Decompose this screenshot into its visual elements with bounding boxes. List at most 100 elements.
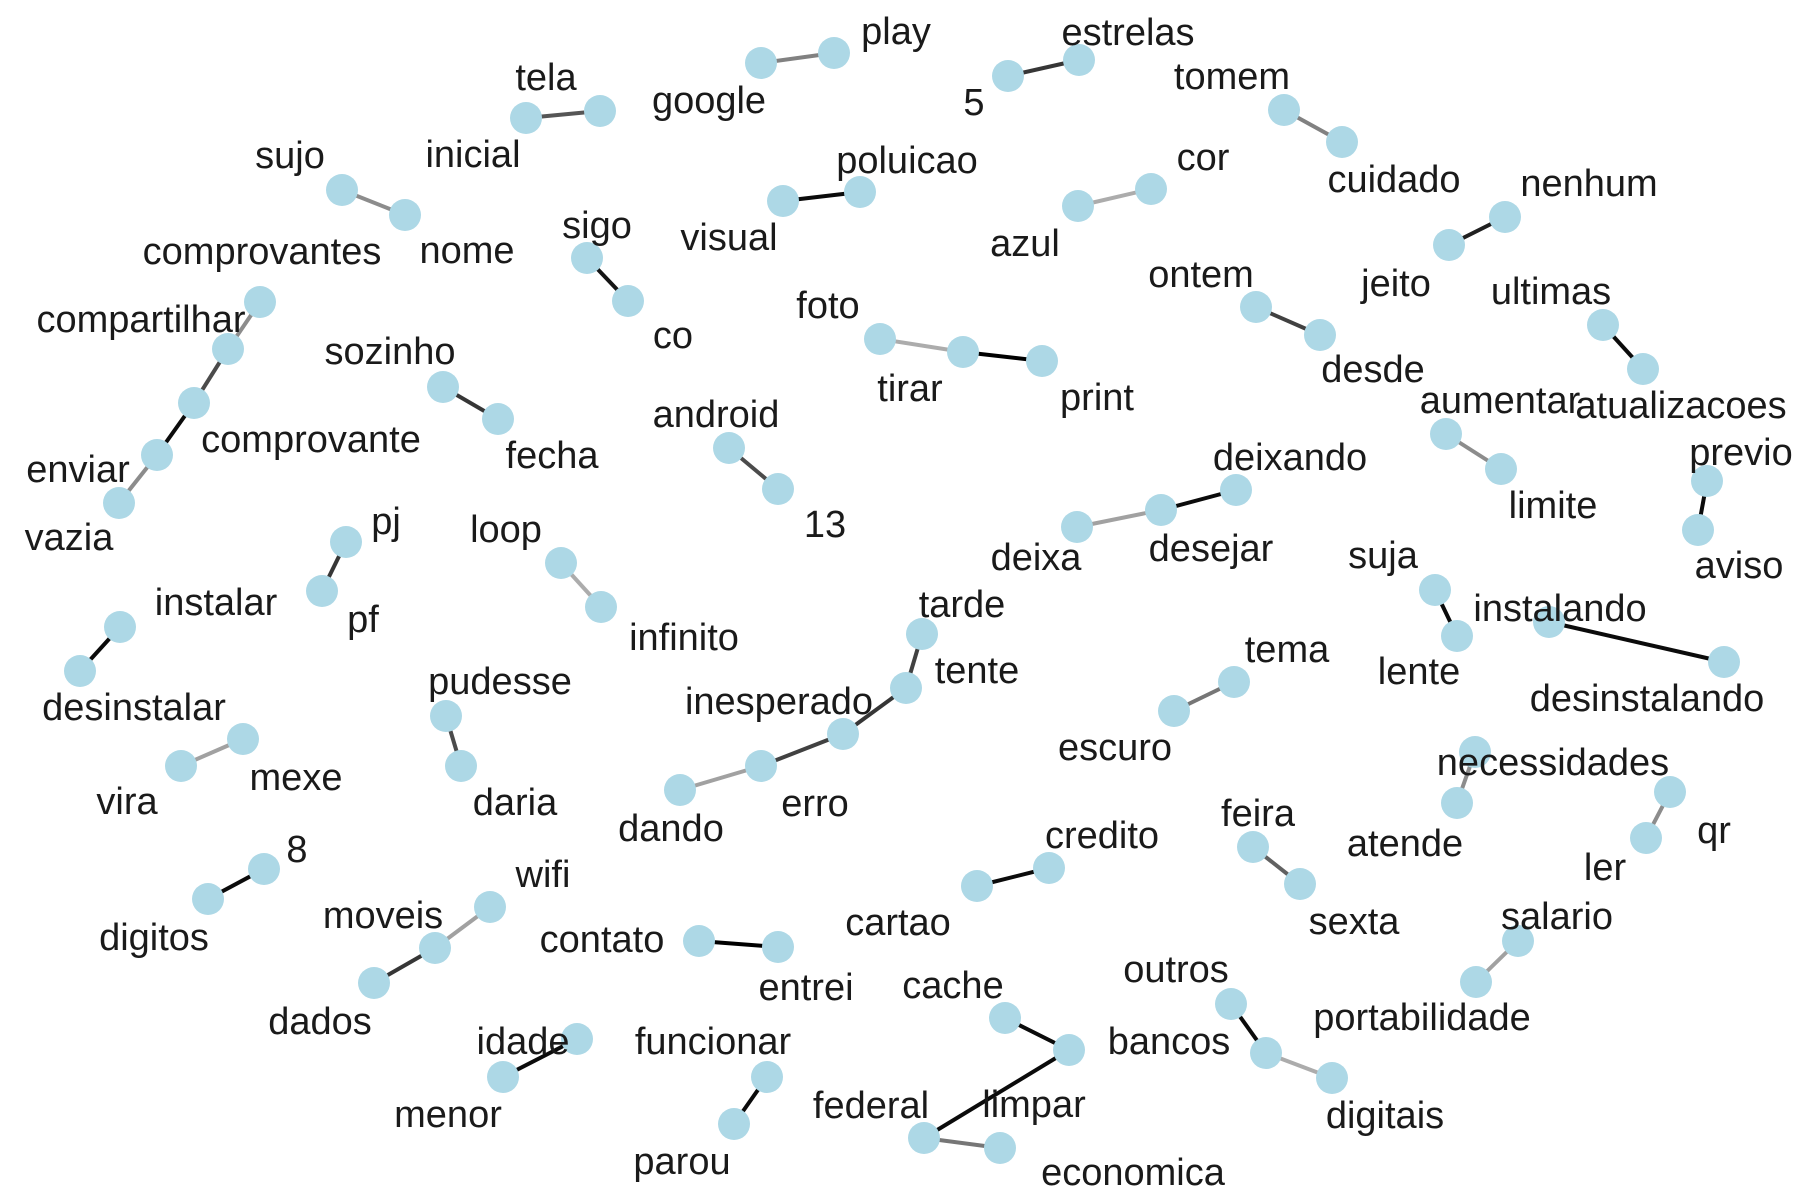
node-inesperado [827, 718, 859, 750]
node-label-tela: tela [515, 57, 577, 99]
node-dados [358, 967, 390, 999]
node-sexta [1284, 868, 1316, 900]
node-cartao [961, 870, 993, 902]
node-play [818, 37, 850, 69]
node-label-salario: salario [1501, 896, 1613, 938]
node-sozinho [427, 371, 459, 403]
node-label-parou: parou [633, 1141, 730, 1183]
node-label-suja: suja [1348, 535, 1419, 577]
node-label-necessidades: necessidades [1437, 742, 1669, 784]
node-label-daria: daria [473, 782, 558, 824]
node-tarde [906, 618, 938, 650]
node-label-desde: desde [1321, 349, 1425, 391]
node-label-poluicao: poluicao [836, 140, 978, 182]
node-label-fecha: fecha [506, 435, 600, 477]
node-label-pj: pj [371, 501, 401, 543]
node-label-play: play [861, 11, 931, 53]
node-poluicao [844, 176, 876, 208]
node-sigo [571, 242, 603, 274]
node-13 [762, 473, 794, 505]
node-label-digitais: digitais [1326, 1095, 1444, 1137]
node-limpar [1053, 1034, 1085, 1066]
node-label-tema: tema [1245, 629, 1330, 671]
node-label-ontem: ontem [1148, 254, 1254, 296]
node-label-portabilidade: portabilidade [1313, 997, 1531, 1039]
node-suja [1419, 574, 1451, 606]
node-pf [306, 575, 338, 607]
node-economica [984, 1132, 1016, 1164]
node-label-deixando: deixando [1213, 437, 1367, 479]
node-label-cache: cache [902, 965, 1003, 1007]
node-desinstalar [64, 655, 96, 687]
node-label-pudesse: pudesse [428, 661, 572, 703]
node-cache [989, 1002, 1021, 1034]
node-nome [389, 199, 421, 231]
node-deixa [1061, 511, 1093, 543]
node-label-aumentar: aumentar [1420, 380, 1581, 422]
node-label-wifi: wifi [515, 854, 571, 896]
node-desde [1304, 319, 1336, 351]
node-pudesse [430, 700, 462, 732]
node-atende [1441, 787, 1473, 819]
node-inicial [510, 102, 542, 134]
node-label-desejar: desejar [1149, 528, 1274, 570]
node-label-limpar: limpar [982, 1084, 1086, 1126]
node-label-tente: tente [935, 650, 1020, 692]
node-label-estrelas: estrelas [1061, 12, 1194, 54]
node-funcionar [751, 1061, 783, 1093]
node-instalando [1533, 606, 1565, 638]
node-feira [1237, 831, 1269, 863]
node-label-entrei: entrei [758, 967, 853, 1009]
node-moveis [419, 932, 451, 964]
node-label-inicial: inicial [425, 134, 520, 176]
node-label-mexe: mexe [250, 757, 343, 799]
node-co [612, 285, 644, 317]
node-bancos [1250, 1037, 1282, 1069]
node-label-desinstalar: desinstalar [42, 687, 226, 729]
node-label-desinstalando: desinstalando [1530, 678, 1765, 720]
node-label-sujo: sujo [255, 135, 325, 177]
node-federal [908, 1122, 940, 1154]
node-parou [718, 1108, 750, 1140]
node-label-economica: economica [1041, 1152, 1226, 1194]
node-label-tirar: tirar [877, 368, 943, 410]
node-google [745, 47, 777, 79]
node-mexe [227, 723, 259, 755]
node-label-tarde: tarde [919, 584, 1006, 626]
node-deixando [1220, 474, 1252, 506]
node-aumentar [1430, 418, 1462, 450]
node-qr [1654, 776, 1686, 808]
node-label-comprovantes: comprovantes [143, 231, 382, 273]
node-digitos [192, 883, 224, 915]
node-label-tomem: tomem [1174, 56, 1290, 98]
node-azul [1062, 190, 1094, 222]
node-loop [545, 547, 577, 579]
node-label-moveis: moveis [323, 895, 443, 937]
node-vazia [103, 487, 135, 519]
node-label-inesperado: inesperado [685, 681, 873, 723]
node-label-8: 8 [286, 829, 307, 871]
node-label-previo: previo [1689, 432, 1793, 474]
node-label-print: print [1060, 377, 1134, 419]
node-fecha [482, 403, 514, 435]
node-label-foto: foto [796, 285, 859, 327]
node-layer [64, 37, 1740, 1164]
node-label-dados: dados [268, 1001, 372, 1043]
node-tema [1218, 666, 1250, 698]
node-label-erro: erro [781, 783, 849, 825]
node-label-idade: idade [477, 1021, 570, 1063]
node-aviso [1682, 514, 1714, 546]
node-label-loop: loop [470, 509, 542, 551]
node-outros [1215, 988, 1247, 1020]
node-label-vira: vira [96, 781, 158, 823]
node-jeito [1433, 229, 1465, 261]
node-label-instalando: instalando [1473, 588, 1646, 630]
edge-limpar-federal [922, 1048, 1071, 1140]
node-comprovante [178, 387, 210, 419]
node-label-ler: ler [1584, 847, 1627, 889]
node-label-menor: menor [394, 1094, 502, 1136]
node-escuro [1158, 695, 1190, 727]
node-idade [561, 1023, 593, 1055]
node-label-feira: feira [1221, 793, 1296, 835]
node-comprovantes [244, 286, 276, 318]
